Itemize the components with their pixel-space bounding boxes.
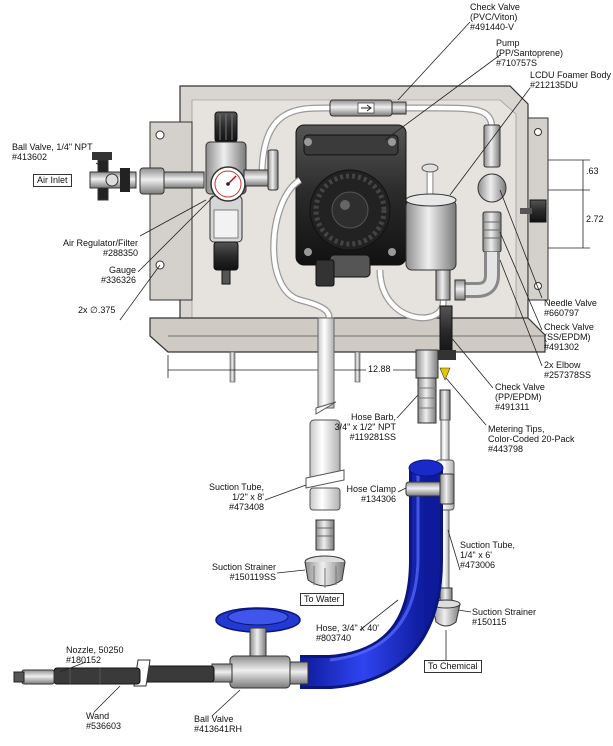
hose-barb xyxy=(415,349,439,424)
label-check-valve-pp: Check Valve(PP/EPDM)#491311 xyxy=(495,382,545,412)
side-knob xyxy=(520,199,547,223)
label-gauge: Gauge#336326 xyxy=(100,265,136,285)
label-suction-tube-chem: Suction Tube,1/4" x 6'#473006 xyxy=(460,540,516,570)
label-suction-strainer-chem: Suction Strainer#150115 xyxy=(472,607,537,627)
label-nozzle: Nozzle, 50250#180152 xyxy=(66,645,124,665)
label-suction-strainer-water: Suction Strainer#150119SS xyxy=(211,562,276,582)
metering-tip xyxy=(439,367,451,421)
nozzle xyxy=(13,669,55,685)
label-lcdu-body: LCDU Foamer Body#212135DU xyxy=(530,70,612,90)
label-dim-272: 2.72 xyxy=(586,214,604,224)
label-hose-barb: Hose Barb,3/4" x 1/2" NPT#119281SS xyxy=(334,412,396,442)
pump xyxy=(295,124,407,287)
blue-hose xyxy=(300,459,444,689)
suction-strainer-water xyxy=(304,519,346,588)
label-metering-tips: Metering Tips,Color-Coded 20-Pack#443798 xyxy=(488,424,575,454)
label-air-regulator: Air Regulator/Filter#288350 xyxy=(62,238,138,258)
label-dim-063: .63 xyxy=(586,166,599,176)
label-needle-valve: Needle Valve#660797 xyxy=(544,298,597,318)
label-elbow: 2x Elbow#257378SS xyxy=(544,360,592,380)
check-valve-pp xyxy=(436,305,456,360)
label-suction-tube-water: Suction Tube,1/2" x 8'#473408 xyxy=(208,482,264,512)
label-hose-clamp: Hose Clamp#134306 xyxy=(346,484,396,504)
label-hose: Hose, 3/4" x 40'#803740 xyxy=(316,623,379,643)
gauge xyxy=(210,166,246,202)
wand xyxy=(53,659,215,687)
ball-valve-rh xyxy=(211,607,309,689)
label-air-inlet: Air Inlet xyxy=(33,174,72,187)
label-pump: Pump(PP/Santoprene)#710757S xyxy=(496,38,564,68)
label-wand: Wand#536603 xyxy=(86,711,122,731)
label-mount-holes: 2x ∅.375 xyxy=(78,305,116,315)
label-ball-valve-npt: Ball Valve, 1/4" NPT#413602 xyxy=(12,142,93,162)
check-valve-ss xyxy=(482,211,502,253)
label-dim-1288: 12.88 xyxy=(366,364,393,374)
elbow xyxy=(454,252,500,301)
label-check-valve-pvc: Check Valve(PVC/Viton)#491440-V xyxy=(470,2,520,32)
label-to-chemical: To Chemical xyxy=(424,660,482,673)
hose-clamp xyxy=(405,473,455,505)
check-valve-pvc xyxy=(329,99,407,117)
venturi-body xyxy=(405,193,457,301)
label-ball-valve-rh: Ball Valve#413641RH xyxy=(194,714,243,734)
ball-valve-air-inlet xyxy=(89,152,205,201)
needle-valve xyxy=(477,124,507,203)
label-check-valve-ss: Check Valve(SS/EPDM)#491302 xyxy=(544,322,594,352)
label-to-water: To Water xyxy=(300,593,344,606)
water-suction-tube xyxy=(305,317,345,511)
